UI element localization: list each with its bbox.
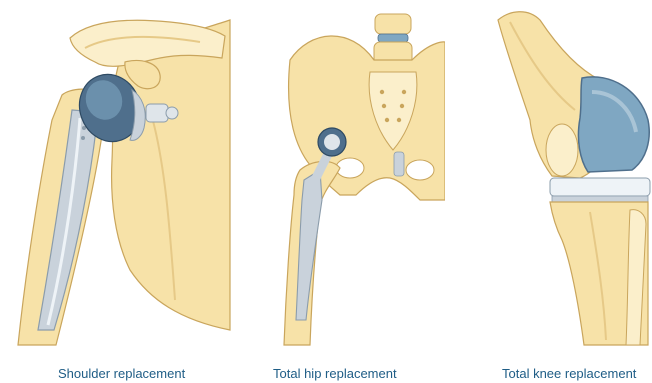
caption-shoulder: Shoulder replacement: [58, 366, 185, 382]
femoral-component: [578, 77, 649, 172]
vertebra: [375, 14, 411, 34]
hip-illustration: [270, 0, 445, 360]
patella: [546, 124, 578, 176]
caption-hip: Total hip replacement: [273, 366, 397, 382]
shoulder-illustration: [0, 0, 240, 360]
knee-illustration: [480, 0, 652, 360]
tibial-spacer: [550, 178, 650, 196]
caption-knee: Total knee replacement: [502, 366, 636, 382]
